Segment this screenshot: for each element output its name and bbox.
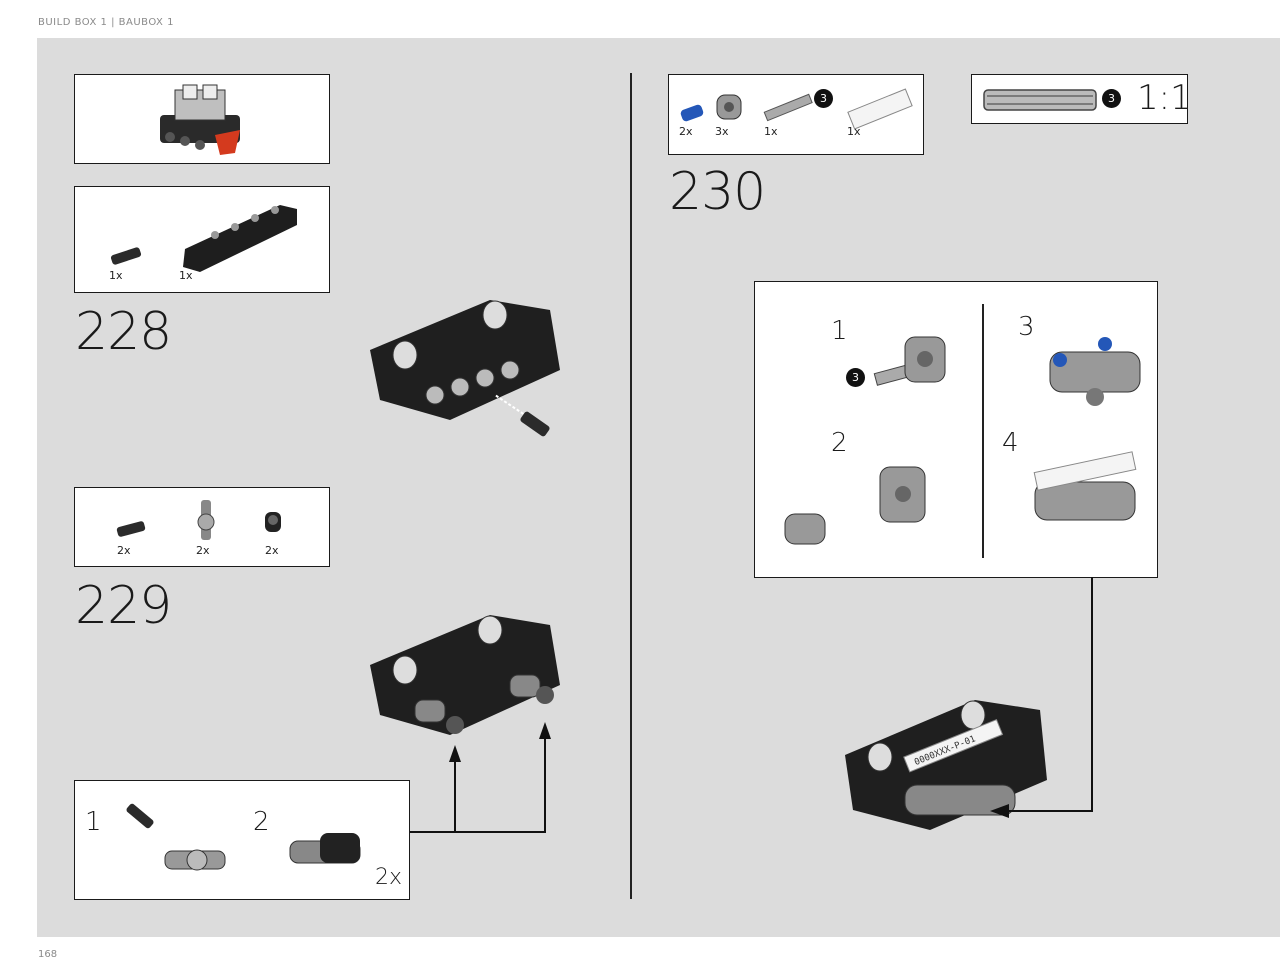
header-label: BUILD BOX 1 | BAUBOX 1 [38, 17, 174, 28]
step-229-parts-box: 2x 2x 2x [74, 487, 330, 567]
step-number-230: 230 [669, 162, 766, 222]
axle-pin-icon [110, 205, 297, 272]
step-230-subassembly-callout: 1 2 3 4 3 [754, 281, 1158, 578]
substep-number: 4 [1002, 428, 1019, 458]
scale-badge: 3 [1102, 89, 1121, 108]
part-qty: 1x [109, 269, 123, 282]
step-number-228: 228 [75, 302, 172, 362]
scale-label: 1:1 [1137, 78, 1192, 118]
engine-submodel-icon [160, 84, 240, 155]
part-qty: 1x [847, 125, 861, 138]
axle-scale-icon [983, 89, 1097, 111]
step-229-subassembly-callout: 1 2 2x [74, 780, 410, 900]
part-qty: 2x [196, 544, 210, 557]
step-228-assembly-illustration [370, 300, 560, 437]
page-number: 168 [38, 949, 58, 960]
part-icons [116, 500, 281, 540]
part-icons [680, 88, 913, 130]
callout-arrow-lines [410, 722, 551, 833]
callout-divider [982, 304, 984, 558]
part-qty: 3x [715, 125, 729, 138]
step-230-assembly-illustration: 0000XXX-P-01 [845, 700, 1047, 830]
step-number-229: 229 [75, 576, 172, 636]
quantity-multiplier: 2x [375, 865, 403, 890]
substep-number: 3 [1018, 312, 1035, 342]
substep-number: 2 [253, 807, 270, 837]
part-qty: 2x [265, 544, 279, 557]
part-qty: 1x [764, 125, 778, 138]
substep-illustrations [784, 336, 1141, 545]
substep-number: 2 [831, 428, 848, 458]
step-228-parts-box: 1x 1x [74, 186, 330, 293]
part-qty: 2x [117, 544, 131, 557]
step-229-assembly-illustration [370, 615, 560, 735]
substep-number: 1 [831, 316, 848, 346]
axle-length-badge: 3 [846, 368, 865, 387]
column-divider [630, 73, 632, 899]
scale-reference-box: 3 1:1 [971, 74, 1192, 124]
step-230-parts-box: 3 2x 3x 1x 1x [668, 74, 924, 155]
part-qty: 1x [179, 269, 193, 282]
length-badge: 3 [814, 89, 833, 108]
submodel-preview-box [74, 74, 330, 164]
substep-number: 1 [85, 807, 102, 837]
callout-arrow-line [990, 577, 1093, 818]
connector-assembly-icon [126, 803, 361, 871]
part-qty: 2x [679, 125, 693, 138]
